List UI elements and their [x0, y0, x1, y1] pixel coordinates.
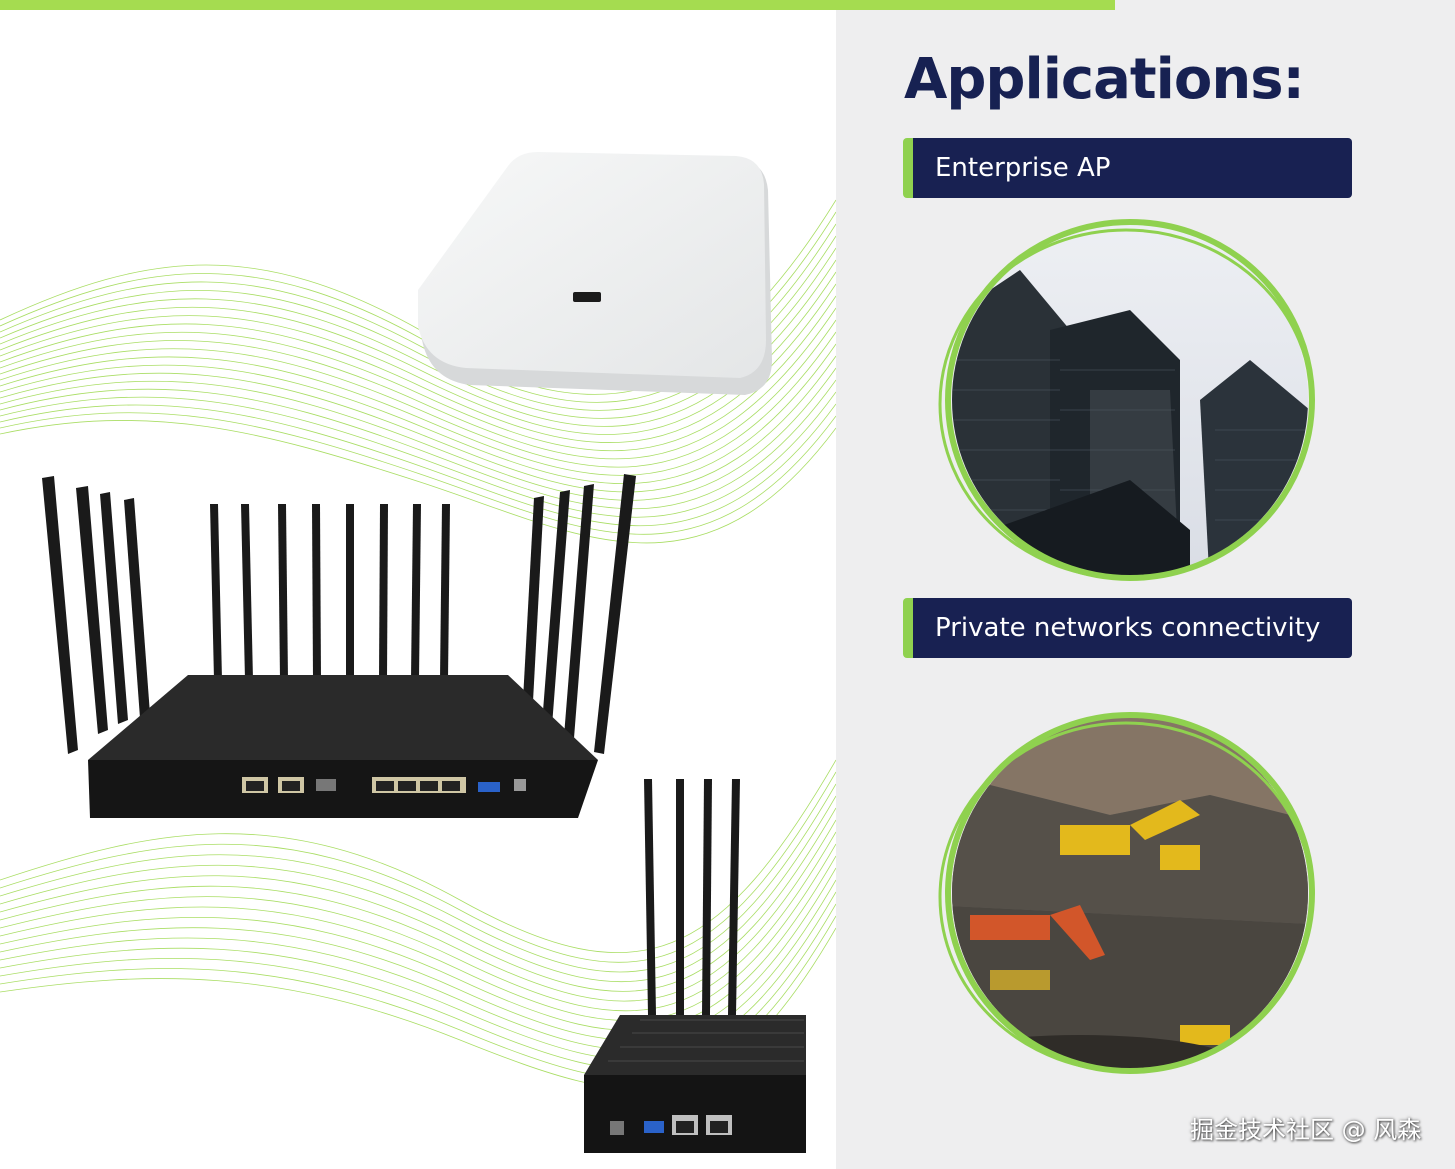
- top-accent-bar: [0, 0, 1115, 10]
- watermark: 掘金技术社区 @ 风森: [1190, 1116, 1422, 1144]
- office-buildings-photo: [938, 219, 1315, 581]
- application-label-text: Enterprise AP: [935, 153, 1111, 183]
- access-point-image: [418, 152, 772, 395]
- product-panel: [0, 152, 836, 1153]
- application-label-text: Private networks connectivity: [935, 613, 1321, 643]
- gateway-image: [584, 779, 806, 1153]
- page-title: Applications:: [904, 47, 1305, 112]
- application-label-private-networks: Private networks connectivity: [903, 598, 1352, 658]
- application-label-enterprise: Enterprise AP: [903, 138, 1352, 198]
- mining-site-photo: [938, 712, 1315, 1074]
- router-image: [42, 474, 636, 818]
